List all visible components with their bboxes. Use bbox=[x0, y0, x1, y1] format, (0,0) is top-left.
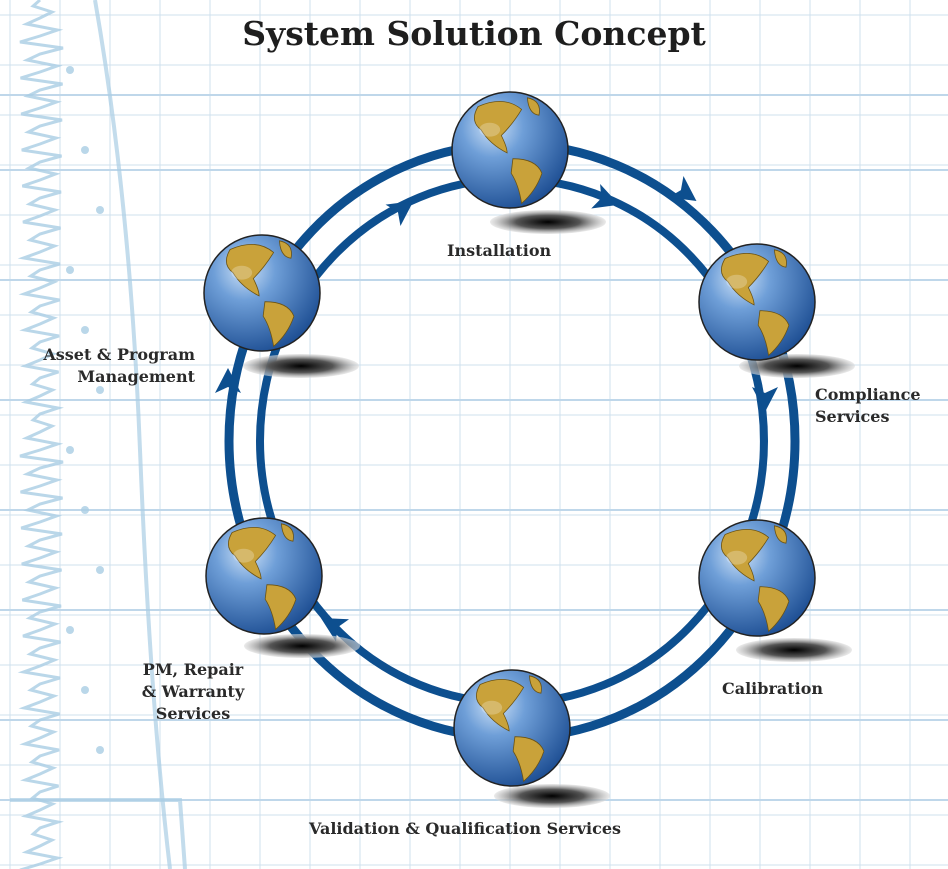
arrowhead-icon bbox=[668, 176, 697, 202]
node-label-line: Management bbox=[77, 367, 195, 386]
node-label-validation: Validation & Qualification Services bbox=[309, 818, 621, 840]
arrowhead-icon bbox=[385, 200, 414, 226]
globe-shadow bbox=[243, 354, 359, 378]
page-title: System Solution Concept bbox=[242, 14, 706, 53]
arrowhead-icon bbox=[215, 368, 241, 393]
globe-icon bbox=[698, 243, 855, 378]
arrowhead-icon bbox=[752, 387, 778, 412]
node-label-line: Installation bbox=[447, 241, 552, 260]
node-label-line: & Warranty bbox=[141, 682, 245, 701]
node-label-line: Services bbox=[155, 704, 231, 723]
node-label-line: Services bbox=[815, 407, 890, 426]
node-label-installation: Installation bbox=[447, 240, 551, 262]
node-label-line: Calibration bbox=[722, 679, 824, 698]
globe-icon bbox=[205, 517, 360, 658]
globe-icon bbox=[451, 91, 606, 234]
node-label-line: Validation & Qualification Services bbox=[309, 819, 622, 838]
globe-shadow bbox=[739, 354, 855, 378]
arrowhead-icon bbox=[591, 184, 620, 209]
flow-arrows bbox=[215, 176, 778, 642]
globe-icon bbox=[453, 669, 610, 808]
ecg-trace-decoration bbox=[10, 0, 187, 869]
globe-shadow bbox=[244, 634, 360, 658]
node-label-line: Compliance bbox=[815, 385, 921, 404]
node-label-line: PM, Repair bbox=[142, 660, 244, 679]
globe-icon bbox=[203, 234, 359, 378]
node-label-line: Asset & Program bbox=[43, 345, 195, 364]
globe-shadow bbox=[736, 638, 852, 662]
globe-shadow bbox=[494, 784, 610, 808]
globe-shadow bbox=[490, 210, 606, 234]
arrowhead-icon bbox=[320, 618, 350, 642]
node-globes bbox=[203, 91, 855, 808]
node-label-calibration: Calibration bbox=[722, 678, 823, 700]
globe-icon bbox=[698, 519, 852, 662]
